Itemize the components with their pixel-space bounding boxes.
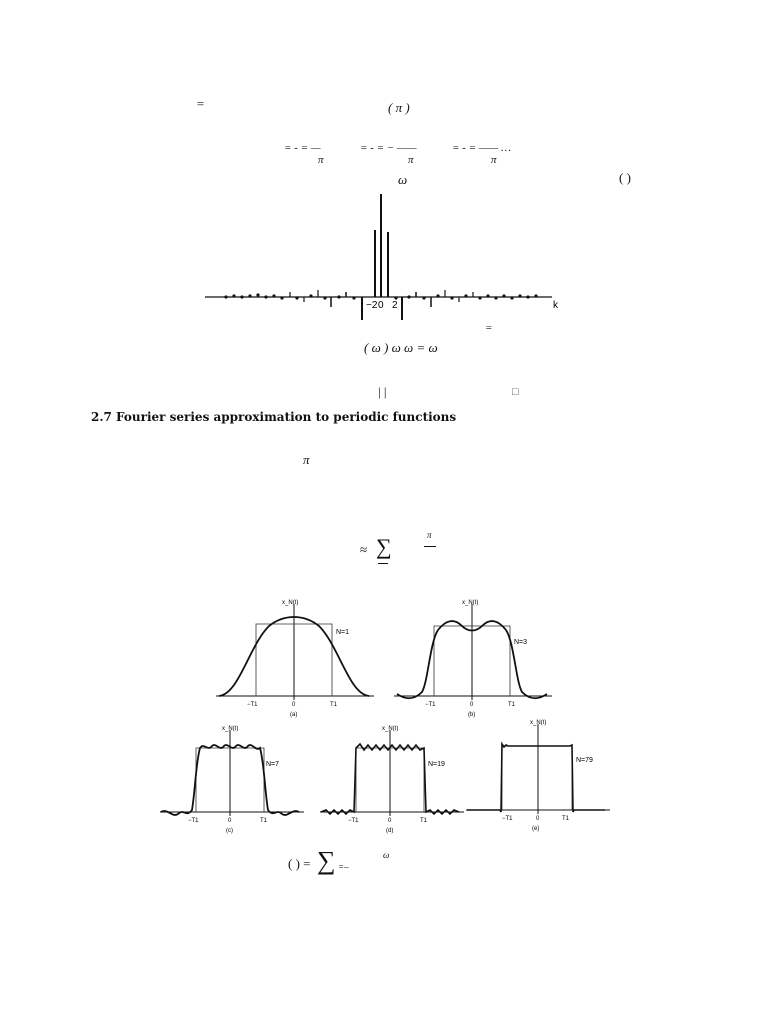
panel-d-tick-0: 0 bbox=[388, 818, 392, 824]
fourier-panel-d: x_N(t) N=19 −T1 0 T1 (d) bbox=[320, 726, 464, 834]
spectrum-axis-label: k bbox=[553, 300, 559, 311]
panel-e-tick-neg: −T1 bbox=[502, 816, 513, 822]
eq8-lhs: ( ) = bbox=[288, 856, 311, 871]
eq3-omega: ω bbox=[398, 172, 408, 187]
fourier-panel-a: x_N(t) N=1 −T1 0 T1 (a) bbox=[216, 600, 374, 718]
panel-a-approximation bbox=[218, 616, 370, 697]
eq4-body: ( ω ) ω ω = ω bbox=[364, 340, 438, 355]
panel-e-tick-0: 0 bbox=[536, 816, 540, 822]
panel-c-tick-0: 0 bbox=[228, 818, 232, 824]
panel-d-caption: (d) bbox=[386, 828, 393, 834]
eq7-pi: π bbox=[427, 530, 432, 540]
eq1-equals: = bbox=[196, 96, 205, 111]
panel-c-n-label: N=7 bbox=[266, 761, 279, 768]
panel-a-n-label: N=1 bbox=[336, 629, 349, 636]
panel-c-approximation bbox=[160, 744, 300, 816]
panel-b-caption: (b) bbox=[468, 712, 475, 718]
panel-a-caption: (a) bbox=[290, 712, 297, 718]
eq2-fraction-c: = - = —— … bbox=[452, 142, 511, 154]
eq8-sub: =– bbox=[338, 862, 349, 872]
section-heading: 2.7 Fourier series approximation to peri… bbox=[91, 410, 457, 424]
spectrum-tick-2: 2 bbox=[392, 300, 398, 311]
spectrum-tick-0: 0 bbox=[378, 300, 384, 311]
fourier-panel-e: x_N(t) N=79 −T1 0 T1 (e) bbox=[466, 720, 610, 832]
spectrum-stem-plot: −2 0 2 k bbox=[205, 194, 559, 320]
panel-b-approximation bbox=[396, 620, 548, 700]
eq5-bars: | | bbox=[378, 384, 387, 399]
eq2-fraction-b-den: π bbox=[408, 154, 414, 166]
panel-b-square-wave bbox=[433, 625, 511, 696]
panel-e-tick-pos: T1 bbox=[562, 816, 570, 822]
panel-d-approximation bbox=[320, 742, 460, 816]
panel-b-tick-pos: T1 bbox=[508, 702, 516, 708]
panel-e-y-label: x_N(t) bbox=[530, 720, 546, 726]
eq2-fraction-b: = - = − —— bbox=[360, 142, 417, 154]
panel-b-n-label: N=3 bbox=[514, 639, 527, 646]
fourier-panel-b: x_N(t) N=3 −T1 0 T1 (b) bbox=[394, 600, 552, 718]
eq1-paren: ( π ) bbox=[388, 100, 410, 115]
eq7-sigma-underline bbox=[378, 563, 388, 564]
eq2-fraction-a: = - = — bbox=[284, 142, 321, 154]
eq6-pi: π bbox=[303, 452, 310, 467]
panel-c-tick-neg: −T1 bbox=[188, 818, 199, 824]
panel-e-square-wave bbox=[501, 745, 573, 810]
spectrum-tail-dots bbox=[224, 293, 538, 300]
fourier-panel-c: x_N(t) N=7 −T1 0 T1 (c) bbox=[160, 726, 304, 834]
panel-e-n-label: N=79 bbox=[576, 757, 593, 764]
eq2-fraction-a-den: π bbox=[318, 154, 324, 166]
panel-b-tick-0: 0 bbox=[470, 702, 474, 708]
panel-c-caption: (c) bbox=[226, 828, 233, 834]
panel-c-tick-pos: T1 bbox=[260, 818, 268, 824]
panel-a-square-wave bbox=[255, 623, 333, 696]
panel-a-tick-pos: T1 bbox=[330, 702, 338, 708]
panel-a-tick-0: 0 bbox=[292, 702, 296, 708]
eq7-fraction-bar bbox=[424, 546, 436, 547]
panel-e-approximation bbox=[467, 741, 605, 813]
panel-d-tick-pos: T1 bbox=[420, 818, 428, 824]
eq8-omega: ω bbox=[383, 850, 390, 860]
panel-d-n-label: N=19 bbox=[428, 761, 445, 768]
eq7-sigma: ∑ bbox=[376, 534, 392, 559]
panel-d-y-label: x_N(t) bbox=[382, 726, 398, 732]
panel-b-tick-neg: −T1 bbox=[425, 702, 436, 708]
panel-d-tick-neg: −T1 bbox=[348, 818, 359, 824]
panel-a-tick-neg: −T1 bbox=[247, 702, 258, 708]
eq5-box: □ bbox=[512, 386, 519, 398]
eq2-fraction-c-den: π bbox=[491, 154, 497, 166]
panel-c-y-label: x_N(t) bbox=[222, 726, 238, 732]
panel-b-y-label: x_N(t) bbox=[462, 600, 478, 606]
eq8-sigma: ∑ bbox=[317, 846, 336, 875]
panel-a-y-label: x_N(t) bbox=[282, 600, 298, 606]
eq3-tag: ( ) bbox=[619, 170, 631, 185]
eq4-equals: = bbox=[485, 322, 493, 334]
eq7-approx: ≈ bbox=[360, 542, 368, 557]
spectrum-tick-neg2: −2 bbox=[366, 300, 378, 311]
panel-e-caption: (e) bbox=[532, 826, 539, 832]
